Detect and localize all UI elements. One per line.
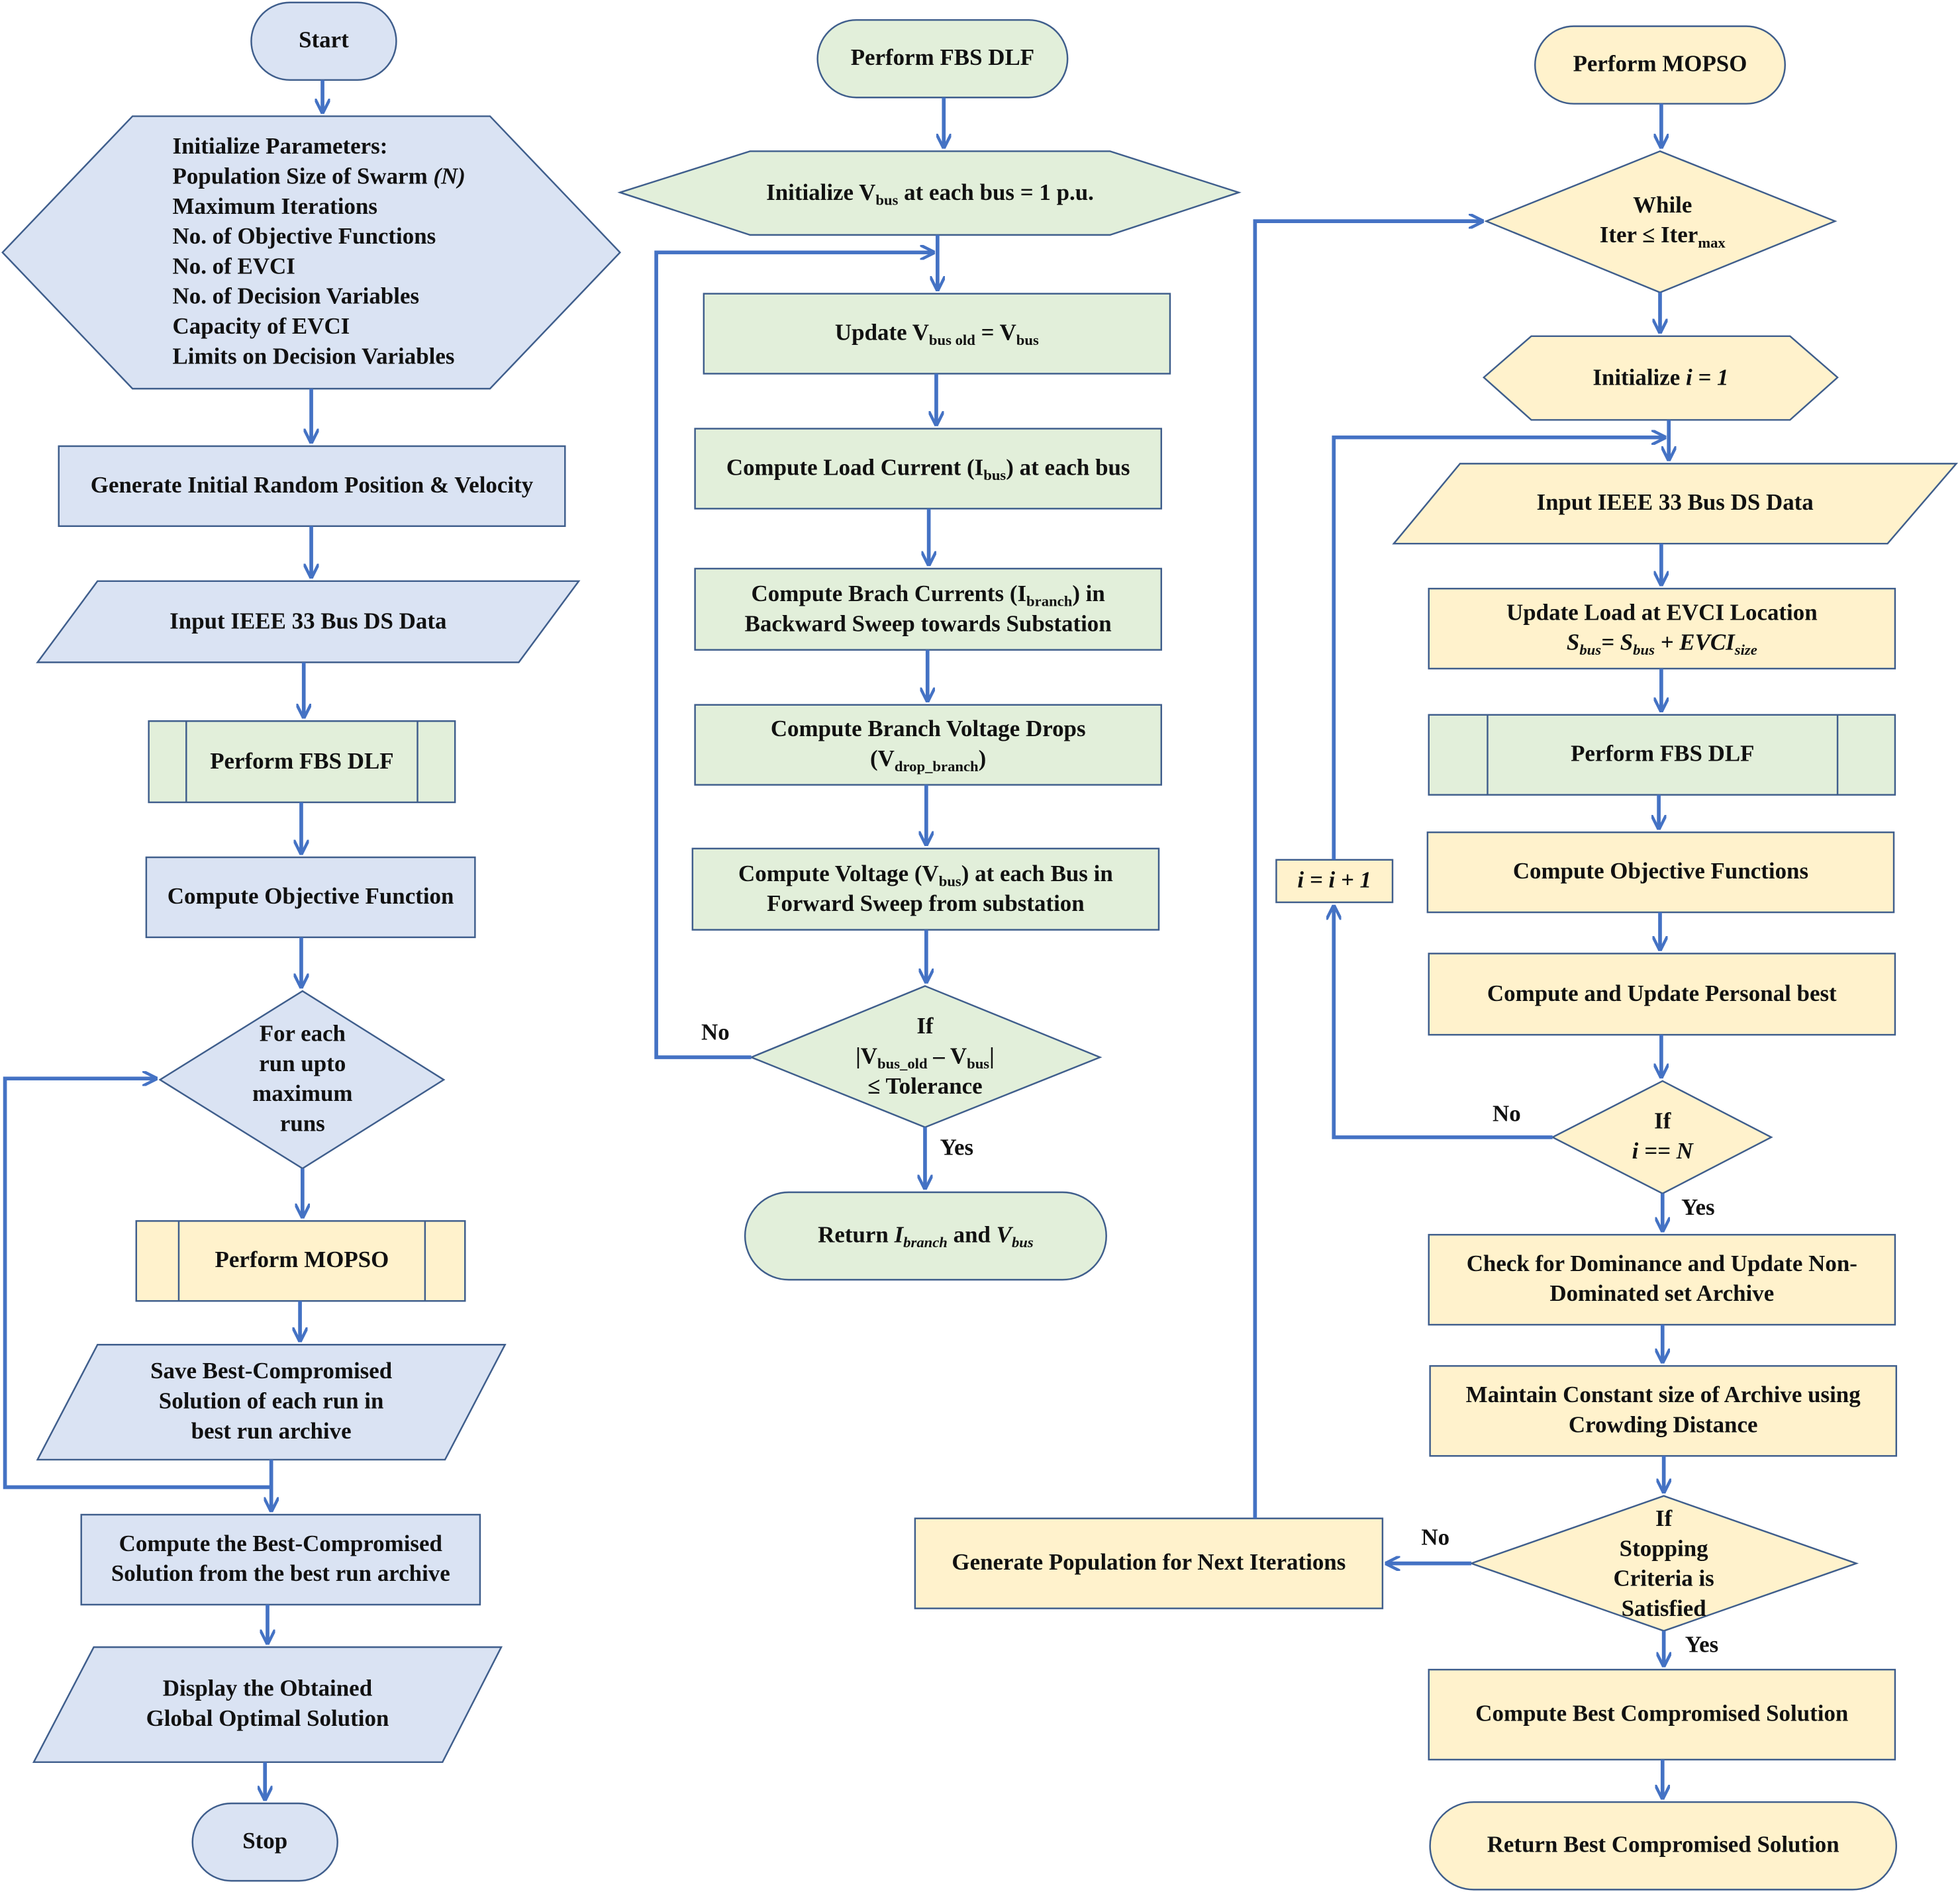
- no-label-middle: No: [701, 1021, 730, 1047]
- compute-best-box: [80, 1513, 481, 1606]
- save-archive-parallelogram: [36, 1344, 507, 1461]
- update-vbus-label: Update Vbus old = Vbus: [834, 321, 1039, 349]
- initialize-vbus-hexagon: [617, 150, 1242, 236]
- init-item: No. of Objective Functions: [172, 224, 436, 250]
- no-tolerance-loop-arrow: [654, 252, 936, 1059]
- objectives-label: Compute Objective Functions: [1512, 859, 1809, 885]
- yes-label-right-2: Yes: [1685, 1633, 1719, 1659]
- generate-population-box: [914, 1517, 1384, 1609]
- no-label-right-1: No: [1493, 1102, 1521, 1127]
- mopso-subprocess-left: [135, 1220, 466, 1302]
- objectives-box: [1426, 831, 1895, 914]
- load-current-box: [694, 428, 1162, 510]
- init-item: Maximum Iterations: [172, 195, 377, 220]
- increment-loop-arrow: [1332, 438, 1667, 860]
- dominance-label: Check for Dominance and Update Non-Domin…: [1466, 1252, 1857, 1307]
- mopso-start-label: Perform MOPSO: [1573, 52, 1747, 78]
- input-left-label: Input IEEE 33 Bus DS Data: [170, 609, 447, 635]
- voltage-drop-label: Compute Branch Voltage Drops (Vdrop_bran…: [770, 717, 1086, 775]
- voltage-drop-box: [694, 704, 1162, 786]
- input-data-parallelogram-right: [1392, 463, 1959, 545]
- tolerance-label: If |Vbus_old – Vbus| ≤ Tolerance: [856, 1014, 995, 1100]
- generate-position-box: [58, 445, 566, 527]
- dominance-box: [1428, 1233, 1896, 1326]
- no-label-right-2: No: [1421, 1526, 1450, 1551]
- increment-label: i = i + 1: [1297, 869, 1372, 894]
- fbs-subprocess-left: [148, 720, 456, 804]
- generate-label: Generate Initial Random Position & Veloc…: [90, 473, 534, 499]
- load-current-label: Compute Load Current (Ibus) at each bus: [726, 456, 1130, 484]
- objective-function-box: [145, 856, 476, 939]
- fbs-right-label: Perform FBS DLF: [1571, 742, 1755, 768]
- stop-label: Stop: [242, 1829, 288, 1855]
- voltage-forward-label: Compute Voltage (Vbus) at each Bus in Fo…: [738, 861, 1113, 917]
- fbs-start-label: Perform FBS DLF: [850, 46, 1035, 71]
- mopso-left-label: Perform MOPSO: [215, 1248, 389, 1274]
- init-item: No. of Decision Variables: [172, 285, 420, 310]
- input-right-label: Input IEEE 33 Bus DS Data: [1536, 491, 1814, 516]
- objective-label: Compute Objective Function: [167, 884, 454, 910]
- next-iteration-arrow: [1253, 221, 1484, 1519]
- init-title: Initialize Parameters:: [172, 134, 388, 160]
- personal-best-box: [1428, 953, 1896, 1036]
- init-item: No. of EVCI: [172, 255, 295, 280]
- branch-current-box: [694, 567, 1162, 651]
- init-item: Limits on Decision Variables: [172, 345, 455, 370]
- voltage-forward-box: [691, 847, 1160, 931]
- branch-current-label: Compute Brach Currents (Ibranch) in Back…: [744, 581, 1112, 637]
- increment-box: [1275, 859, 1394, 904]
- start-label: Start: [299, 28, 349, 54]
- loop-back-arrow-left: [3, 1078, 271, 1490]
- update-load-box: [1428, 587, 1896, 670]
- initialize-i-label: Initialize i = 1: [1592, 365, 1729, 391]
- initialize-parameters-hexagon: [1, 115, 622, 390]
- personal-best-label: Compute and Update Personal best: [1487, 981, 1837, 1007]
- update-load-label: Update Load at EVCI Location Sbus= Sbus …: [1506, 601, 1818, 659]
- init-population: Population Size of Swarm (N): [172, 165, 466, 190]
- display-parallelogram: [32, 1646, 503, 1764]
- best-solution-label: Compute Best Compromised Solution: [1475, 1702, 1849, 1727]
- while-label: While Iter ≤ Itermax: [1599, 193, 1726, 252]
- return-label: Return Ibranch and Vbus: [818, 1223, 1034, 1251]
- update-vbus-box: [703, 293, 1171, 375]
- input-data-parallelogram-left: [36, 580, 581, 663]
- return-best-label: Return Best Compromised Solution: [1487, 1833, 1839, 1859]
- initialize-parameters-text: Initialize Parameters: Population Size o…: [173, 132, 548, 372]
- return-best-terminal: [1429, 1801, 1898, 1891]
- yes-label-middle: Yes: [940, 1136, 974, 1161]
- initialize-vbus-label: Initialize Vbus at each bus = 1 p.u.: [766, 180, 1094, 209]
- maintain-archive-box: [1429, 1365, 1898, 1457]
- return-terminal: [744, 1191, 1107, 1281]
- fbs-left-label: Perform FBS DLF: [210, 749, 394, 775]
- fbs-subprocess-right: [1428, 714, 1896, 796]
- generate-population-label: Generate Population for Next Iterations: [952, 1550, 1346, 1576]
- initialize-i-hexagon: [1482, 335, 1839, 421]
- stop-terminal: [191, 1802, 338, 1882]
- yes-label-right-1: Yes: [1681, 1196, 1715, 1221]
- no-i-loop-arrow: [1334, 904, 1553, 1139]
- init-item: Capacity of EVCI: [172, 314, 350, 340]
